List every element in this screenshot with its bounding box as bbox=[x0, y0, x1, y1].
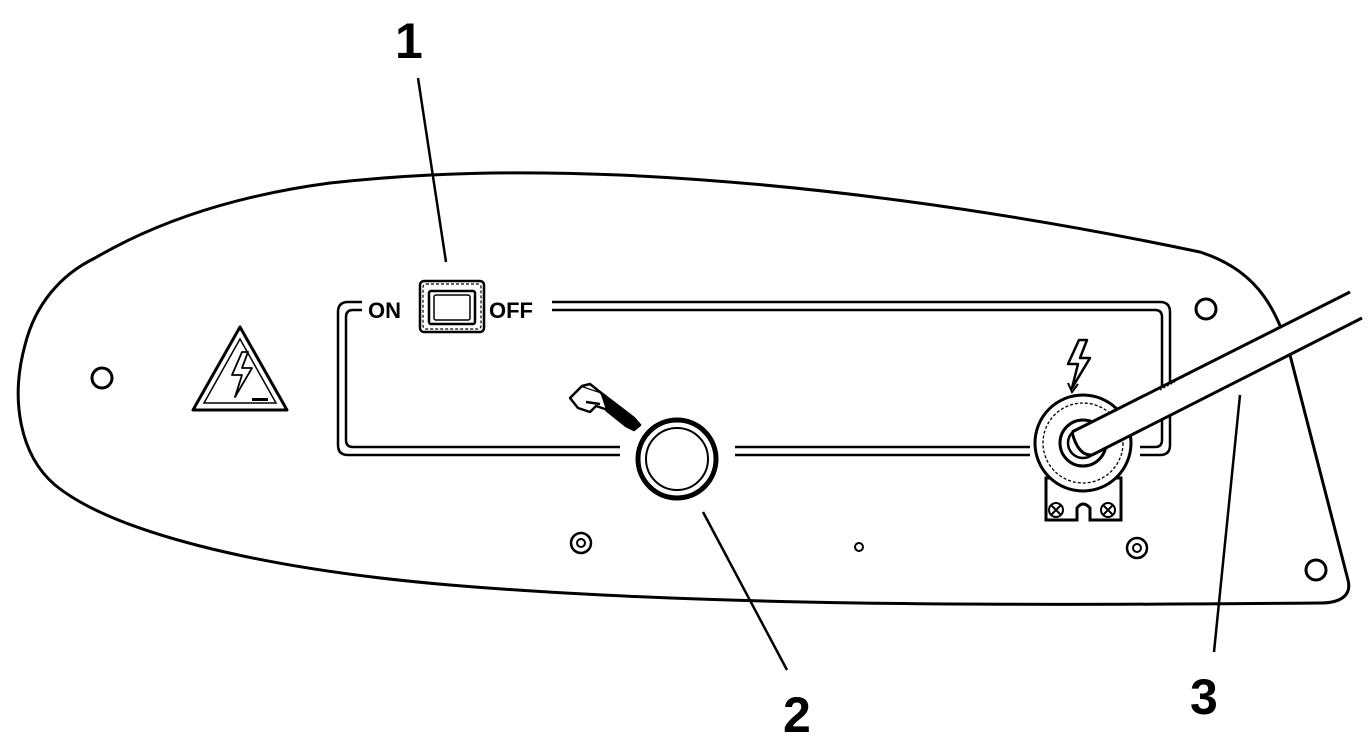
leader-line-1 bbox=[416, 77, 448, 263]
bracket-screw-left bbox=[1048, 502, 1064, 518]
screw-bottom-center bbox=[854, 542, 864, 552]
mounting-hole-top-right bbox=[1194, 297, 1218, 321]
leader-line-3 bbox=[1212, 394, 1242, 653]
push-finger-icon bbox=[568, 382, 642, 432]
leader-line-2 bbox=[701, 511, 789, 671]
screw-bottom-right bbox=[1125, 536, 1149, 560]
push-button[interactable] bbox=[635, 417, 719, 501]
power-cable bbox=[1070, 290, 1363, 457]
panel-outline bbox=[16, 171, 1351, 606]
bracket-screw-right bbox=[1100, 502, 1116, 518]
callout-number-1: 1 bbox=[395, 13, 423, 69]
callout-number-3: 3 bbox=[1190, 669, 1218, 725]
mounting-hole-left bbox=[90, 366, 114, 390]
high-voltage-warning-icon bbox=[191, 325, 289, 412]
rocker-switch[interactable] bbox=[418, 279, 486, 334]
panel-frame bbox=[336, 300, 1172, 457]
mounting-hole-bottom-right bbox=[1304, 558, 1328, 582]
lightning-bolt-icon bbox=[1066, 338, 1092, 394]
switch-off-label: OFF bbox=[489, 298, 533, 323]
callout-number-2: 2 bbox=[783, 687, 811, 739]
screw-bottom-left bbox=[569, 531, 593, 555]
switch-on-label: ON bbox=[368, 298, 401, 323]
